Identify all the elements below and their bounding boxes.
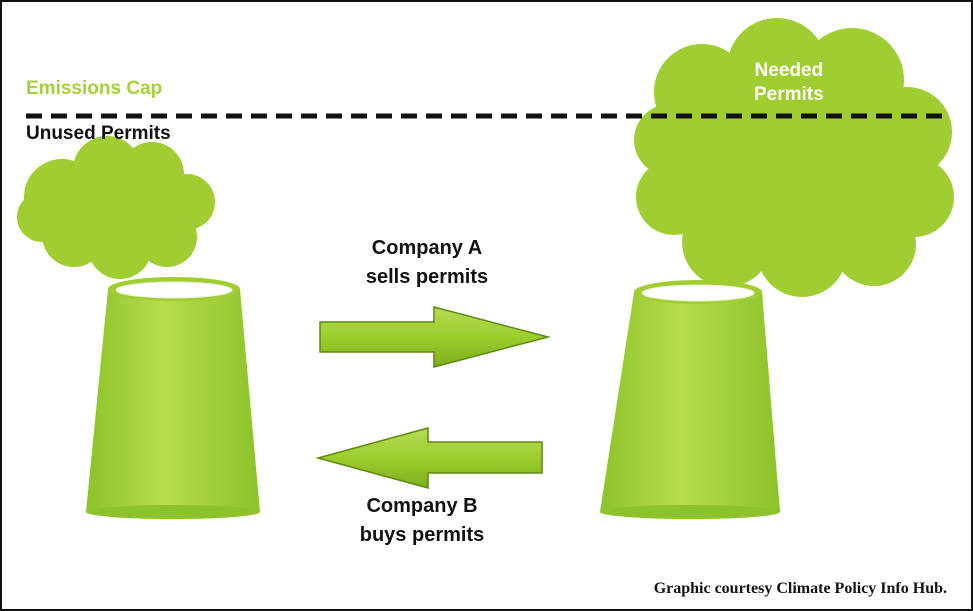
unused-permits-cloud (17, 136, 215, 279)
company-b-smokestack (600, 280, 780, 519)
needed-permits-line2: Permits (754, 84, 824, 105)
sell-arrow-right (319, 306, 551, 368)
company-b-action: buys permits (359, 524, 485, 546)
company-a-smokestack (86, 277, 260, 519)
buy-arrow-left (315, 427, 543, 489)
needed-permits-cloud (634, 18, 954, 297)
company-a-action: sells permits (365, 266, 489, 288)
company-a-name: Company A (371, 237, 483, 259)
company-b-name: Company B (366, 495, 478, 517)
needed-permits-line1: Needed (754, 60, 824, 81)
company-a-sells-label: Company A sells permits (322, 234, 532, 292)
emissions-cap-label: Emissions Cap (26, 78, 163, 99)
graphic-credit: Graphic courtesy Climate Policy Info Hub… (653, 580, 947, 597)
needed-permits-label: Needed Permits (754, 59, 824, 107)
unused-permits-label: Unused Permits (26, 123, 171, 144)
company-b-buys-label: Company B buys permits (317, 492, 527, 550)
